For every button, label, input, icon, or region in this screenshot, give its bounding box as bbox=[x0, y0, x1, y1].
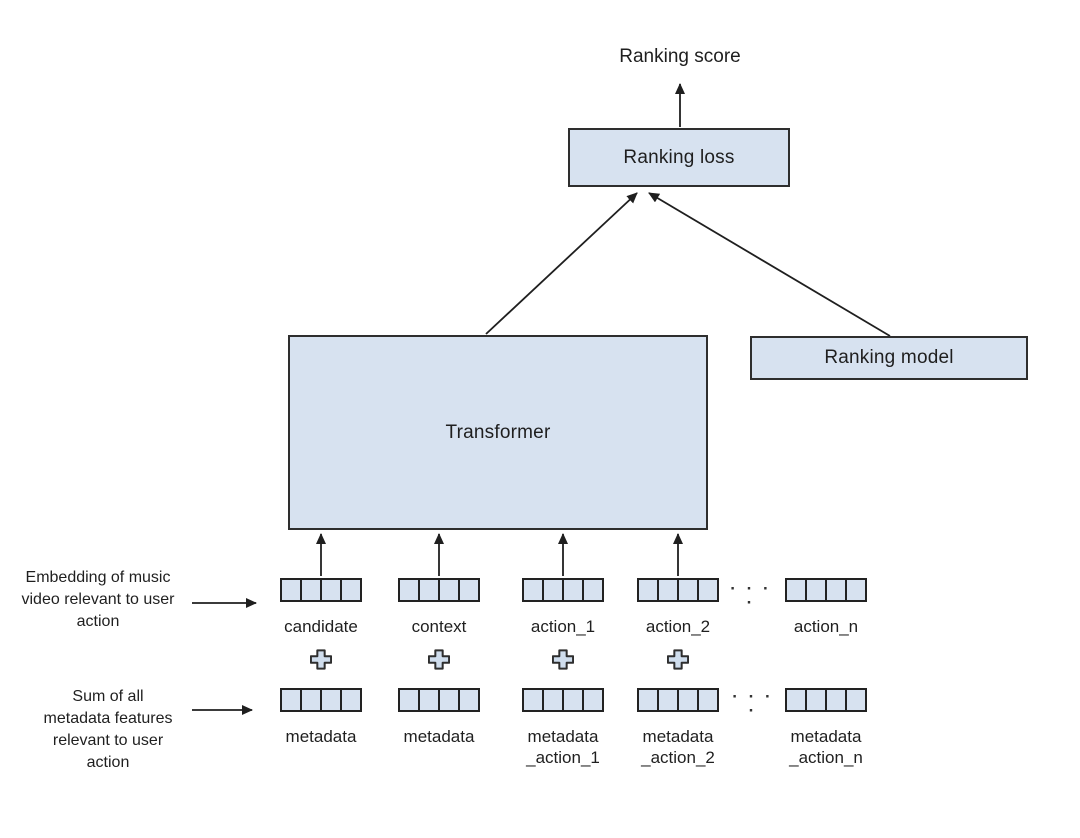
vector-cell bbox=[340, 688, 362, 712]
embedding-row-ellipsis: · · · · bbox=[730, 579, 772, 612]
vector-cell bbox=[300, 688, 322, 712]
token-label: context bbox=[411, 617, 467, 636]
metadata-vector bbox=[280, 688, 362, 712]
vector-cell bbox=[280, 688, 302, 712]
embedding-vector bbox=[280, 578, 362, 602]
vector-cell bbox=[398, 688, 420, 712]
embedding-column-actionN: action_n bbox=[770, 578, 882, 671]
metadata-vector bbox=[398, 688, 480, 712]
vector-cell bbox=[438, 688, 460, 712]
vector-cell bbox=[522, 578, 544, 602]
vector-cell bbox=[697, 688, 719, 712]
vector-cell bbox=[825, 578, 847, 602]
plus-icon bbox=[666, 648, 690, 671]
metadata-vector bbox=[522, 688, 604, 712]
vector-cell bbox=[458, 688, 480, 712]
embedding-vector bbox=[785, 578, 867, 602]
vector-cell bbox=[320, 688, 342, 712]
transformer-label: Transformer bbox=[445, 421, 551, 443]
vector-cell bbox=[697, 578, 719, 602]
vector-cell bbox=[805, 578, 827, 602]
token-label: metadata bbox=[403, 727, 475, 746]
embedding-column-context: context bbox=[383, 578, 495, 671]
embedding-column-action2: action_2 bbox=[622, 578, 734, 671]
vector-cell bbox=[845, 578, 867, 602]
vector-cell bbox=[398, 578, 420, 602]
metadata-vector bbox=[785, 688, 867, 712]
vector-cell bbox=[340, 578, 362, 602]
vector-cell bbox=[542, 688, 564, 712]
vector-cell bbox=[438, 578, 460, 602]
vector-cell bbox=[562, 578, 584, 602]
token-label: metadata _action_1 bbox=[526, 727, 600, 767]
vector-cell bbox=[300, 578, 322, 602]
token-label: metadata _action_2 bbox=[641, 727, 715, 767]
vector-cell bbox=[805, 688, 827, 712]
vector-cell bbox=[677, 578, 699, 602]
token-label: action_1 bbox=[530, 617, 596, 636]
metadata-column-actionN: metadata _action_n bbox=[770, 688, 882, 768]
plus-icon bbox=[427, 648, 451, 671]
transformer-node: Transformer bbox=[288, 335, 708, 530]
token-label: candidate bbox=[284, 617, 358, 636]
ranking-model-label: Ranking model bbox=[824, 347, 954, 368]
embedding-column-action1: action_1 bbox=[507, 578, 619, 671]
metadata-column-action1: metadata _action_1 bbox=[507, 688, 619, 768]
ranking-loss-label: Ranking loss bbox=[623, 146, 735, 168]
token-label: metadata bbox=[285, 727, 357, 746]
metadata-vector bbox=[637, 688, 719, 712]
vector-cell bbox=[825, 688, 847, 712]
vector-cell bbox=[637, 578, 659, 602]
plus-icon bbox=[551, 648, 575, 671]
ranking-score-label: Ranking score bbox=[619, 46, 741, 67]
vector-cell bbox=[785, 578, 807, 602]
embedding-vector bbox=[398, 578, 480, 602]
vector-cell bbox=[845, 688, 867, 712]
embedding-note: Embedding of music video relevant to use… bbox=[21, 569, 175, 630]
vector-cell bbox=[785, 688, 807, 712]
vector-cell bbox=[418, 688, 440, 712]
arrow-ranking-model-to-loss bbox=[648, 192, 891, 337]
embedding-vector bbox=[522, 578, 604, 602]
vector-cell bbox=[542, 578, 564, 602]
vector-cell bbox=[582, 578, 604, 602]
metadata-note: Sum of all metadata features relevant to… bbox=[43, 688, 173, 771]
token-label: action_n bbox=[793, 617, 859, 636]
embedding-column-candidate: candidate bbox=[265, 578, 377, 671]
plus-icon bbox=[309, 648, 333, 671]
arrow-transformer-to-loss bbox=[485, 192, 638, 335]
metadata-row-ellipsis: · · · · bbox=[732, 687, 774, 720]
token-label: metadata _action_n bbox=[789, 727, 863, 767]
metadata-column-1: metadata bbox=[265, 688, 377, 747]
token-label: action_2 bbox=[645, 617, 711, 636]
vector-cell bbox=[522, 688, 544, 712]
vector-cell bbox=[418, 578, 440, 602]
vector-cell bbox=[458, 578, 480, 602]
vector-cell bbox=[657, 578, 679, 602]
vector-cell bbox=[657, 688, 679, 712]
vector-cell bbox=[562, 688, 584, 712]
metadata-column-action2: metadata _action_2 bbox=[622, 688, 734, 768]
vector-cell bbox=[280, 578, 302, 602]
ranking-loss-node: Ranking loss bbox=[568, 128, 790, 187]
vector-cell bbox=[677, 688, 699, 712]
vector-cell bbox=[582, 688, 604, 712]
embedding-vector bbox=[637, 578, 719, 602]
metadata-column-2: metadata bbox=[383, 688, 495, 747]
vector-cell bbox=[637, 688, 659, 712]
ranking-model-node: Ranking model bbox=[750, 336, 1028, 380]
vector-cell bbox=[320, 578, 342, 602]
